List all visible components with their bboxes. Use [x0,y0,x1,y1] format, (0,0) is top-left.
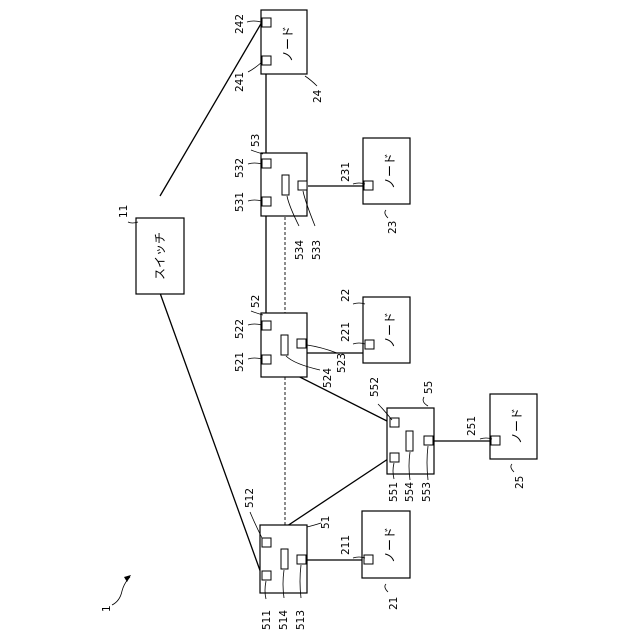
port-251 [491,436,500,445]
port-242 [262,18,271,27]
port-521 [262,355,271,364]
relay-55-ref: 55 [423,381,435,394]
switch-label: スイッチ [153,232,167,280]
port-241-ref: 241 [234,72,246,92]
switch: スイッチ 11 [118,205,184,294]
relay-55-leader [423,397,428,406]
port-554 [406,431,413,451]
port-524 [281,335,288,355]
arrow-head-icon [124,575,131,582]
relay-51-leader [307,523,321,527]
node-23-leader [385,210,388,218]
port-231-ref: 231 [340,162,352,182]
port-523 [297,339,306,348]
node-25-leader [511,464,514,472]
connections [160,22,495,576]
port-242-leader [247,21,261,22]
node-23-ref: 23 [387,221,399,234]
relay-53: 53 532 531 534 533 [234,134,323,260]
relay-53-ref: 53 [250,134,262,147]
port-512-ref: 512 [244,488,256,508]
port-553-ref: 553 [421,482,433,502]
port-521-ref: 521 [234,352,246,372]
node-24-ref: 24 [312,89,324,103]
node-25-label: ノード [510,408,524,444]
node-21-leader [385,584,388,592]
port-532 [262,159,271,168]
node-24-leader [305,76,317,86]
node-24-label: ノード [281,26,295,62]
port-241 [262,56,271,65]
port-553 [424,436,433,445]
node-25-ref: 25 [514,476,526,489]
link-switch-relay51 [160,293,262,576]
port-211 [364,555,373,564]
port-533 [298,181,307,190]
system-ref-label: 1 [101,605,113,612]
port-531-leader [248,200,262,201]
port-221-ref: 221 [340,322,352,342]
node-21-ref: 21 [388,597,400,610]
port-531-ref: 531 [234,192,246,212]
port-533-ref: 533 [311,240,323,260]
switch-ref: 11 [118,205,130,218]
port-514 [281,549,288,569]
port-522-ref: 522 [234,319,246,339]
port-221-leader [353,343,365,344]
relay-55: 55 552 551 554 553 [369,377,435,502]
port-522 [262,321,271,330]
port-242-ref: 242 [234,14,246,34]
port-523-leader [307,345,337,353]
port-522-leader [248,324,262,325]
port-514-ref: 514 [278,610,290,630]
port-511 [262,571,271,580]
port-513-ref: 513 [295,610,307,630]
port-513 [297,555,306,564]
relay-53-leader [251,150,263,154]
relay-52-ref: 52 [250,295,262,308]
link-switch-node24 [160,22,262,196]
port-534 [282,175,289,195]
port-532-leader [248,163,262,164]
node-22-leader [353,303,365,304]
port-532-ref: 532 [234,158,246,178]
port-251-leader [480,438,492,439]
port-511-ref: 511 [261,610,273,630]
system-ref: 1 [101,575,131,612]
port-521-leader [248,358,262,359]
relay-51: 51 512 511 514 513 [244,488,332,630]
port-241-leader [248,62,262,72]
node-22: ノード 221 22 [340,289,410,363]
node-24: ノード 242 241 24 [234,10,324,103]
port-551-ref: 551 [388,482,400,502]
relay-52: 52 522 521 524 523 [234,295,348,388]
port-523-ref: 523 [336,353,348,373]
node-22-ref: 22 [340,289,352,302]
port-552-ref: 552 [369,377,381,397]
port-211-leader [353,557,365,558]
port-524-ref: 524 [322,368,334,388]
port-231 [364,181,373,190]
port-554-ref: 554 [404,482,416,502]
port-551 [390,453,399,462]
relay-51-ref: 51 [320,516,332,529]
port-211-ref: 211 [340,535,352,555]
node-21-label: ノード [383,527,397,563]
port-231-leader [353,183,365,184]
node-22-label: ノード [383,312,397,348]
port-534-ref: 534 [294,240,306,260]
switch-ref-leader [128,222,138,223]
node-23-label: ノード [383,153,397,189]
port-221 [365,340,374,349]
port-251-ref: 251 [466,416,478,436]
port-512 [262,538,271,547]
port-531 [262,197,271,206]
